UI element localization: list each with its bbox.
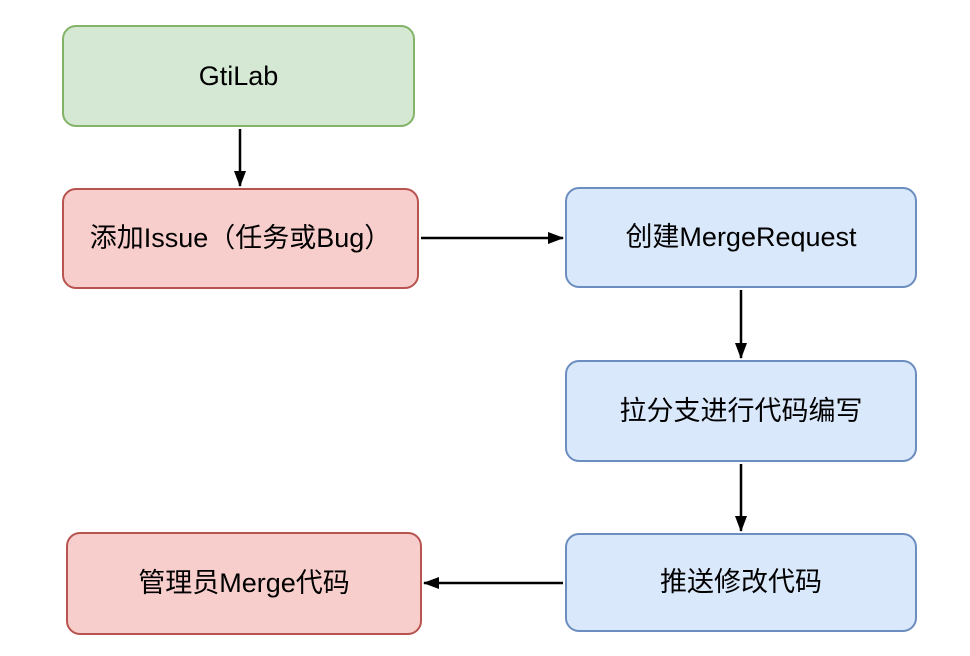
node-push-code: 推送修改代码	[565, 533, 917, 632]
node-create-merge-request: 创建MergeRequest	[565, 187, 917, 288]
node-add-issue-label: 添加Issue（任务或Bug）	[89, 223, 392, 254]
node-admin-merge-label: 管理员Merge代码	[138, 568, 350, 599]
node-create-merge-request-label: 创建MergeRequest	[625, 222, 857, 253]
node-admin-merge: 管理员Merge代码	[66, 532, 422, 635]
node-push-code-label: 推送修改代码	[660, 567, 822, 598]
node-gitlab: GtiLab	[62, 25, 415, 127]
node-gitlab-label: GtiLab	[198, 60, 279, 91]
node-branch-coding: 拉分支进行代码编写	[565, 360, 917, 462]
node-add-issue: 添加Issue（任务或Bug）	[62, 188, 419, 289]
node-branch-coding-label: 拉分支进行代码编写	[619, 395, 863, 426]
